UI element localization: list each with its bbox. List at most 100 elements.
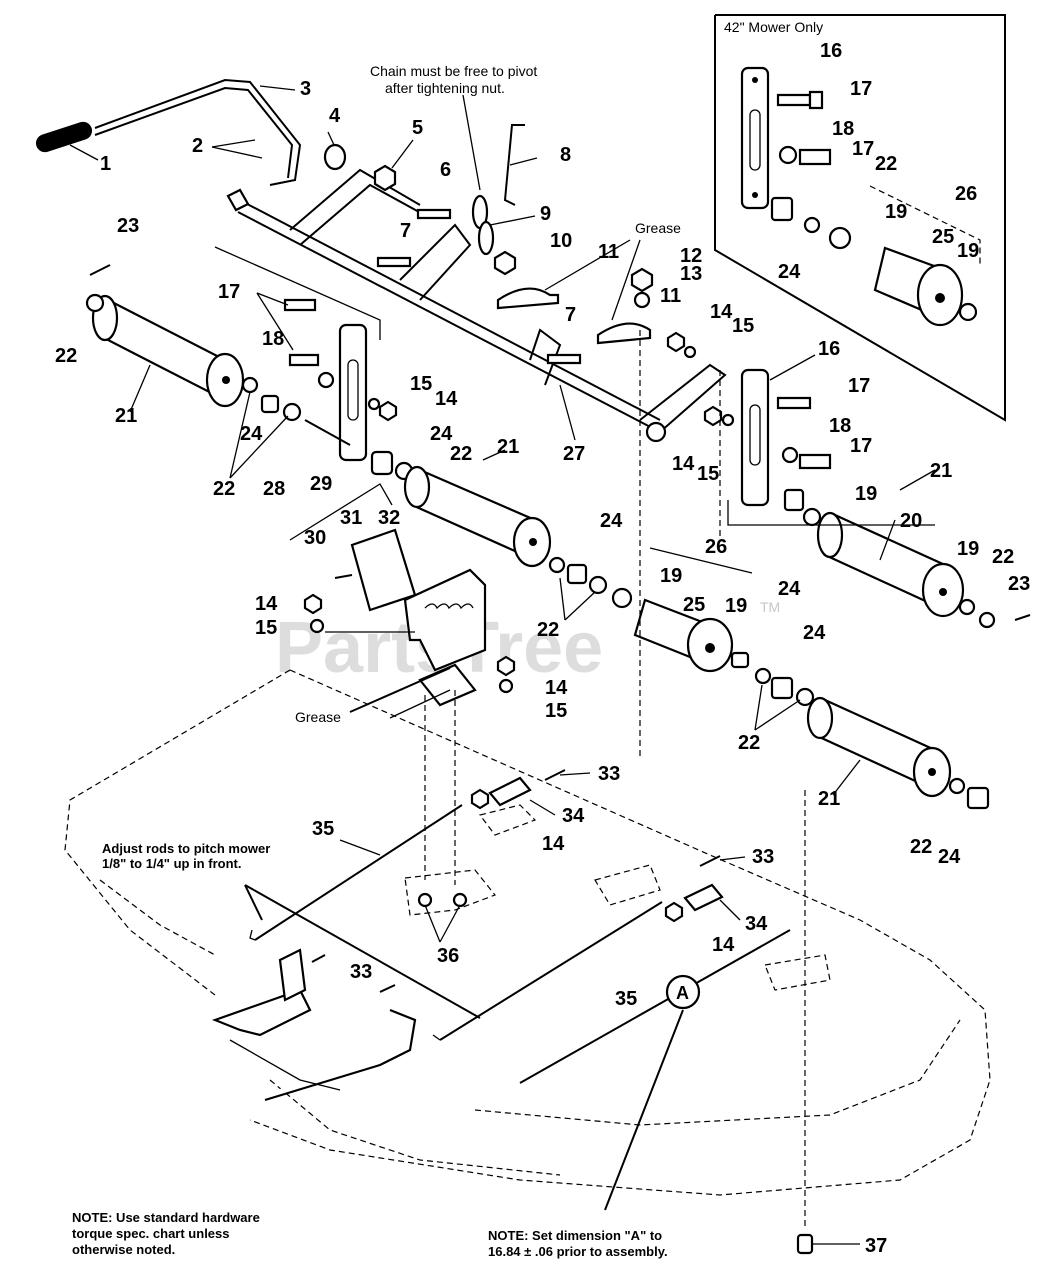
nut-14-b — [666, 331, 686, 353]
dimension-note-line-1: NOTE: Set dimension "A" to — [488, 1228, 662, 1243]
leader — [529, 799, 556, 816]
roller-25-hub — [705, 643, 715, 653]
leader-lines — [69, 85, 936, 943]
leader — [564, 591, 596, 621]
chain-note-line-1: Chain must be free to pivot — [370, 63, 537, 79]
callout-number: 14 — [712, 934, 735, 956]
inset-bracket-26 — [869, 185, 981, 265]
cotter-33 — [544, 769, 566, 781]
callout-number: 11 — [598, 241, 619, 263]
callout-number: 14 — [435, 388, 458, 410]
inset-42-mower-only: 42" Mower Only — [714, 14, 1006, 422]
callout-number: 24 — [600, 510, 623, 532]
callout-number: 21 — [115, 405, 137, 427]
leader — [509, 157, 538, 166]
clamp-11-b — [596, 322, 652, 345]
dimension-a-line — [519, 929, 791, 1084]
washer-22-j — [978, 611, 996, 629]
roller-center-end — [403, 465, 431, 509]
bolt-30 — [334, 574, 353, 579]
front-hanger-left — [211, 988, 312, 1037]
inset-bolt — [776, 93, 812, 107]
callout-number: 16 — [818, 338, 840, 360]
bolt-17-r2 — [798, 453, 832, 470]
clamp-11 — [496, 287, 560, 310]
washer-4 — [323, 143, 347, 171]
clevis-34-b — [683, 883, 724, 912]
callout-number: 35 — [615, 988, 637, 1010]
adjust-note-line-2: 1/8" to 1/4" up in front. — [102, 856, 241, 871]
cotter-33-c — [311, 954, 326, 963]
leader — [439, 904, 461, 943]
callout-number: 5 — [412, 117, 423, 139]
callout-number: 17 — [850, 435, 872, 457]
nut-14-d — [303, 593, 323, 615]
leader — [211, 146, 263, 159]
dimension-note-arrow — [604, 1009, 684, 1211]
chain-link — [477, 220, 495, 256]
adjust-arrow-1 — [244, 884, 263, 921]
leader — [229, 415, 289, 479]
screw-plate — [404, 869, 496, 916]
arm-1-b — [299, 183, 431, 246]
arm-3 — [529, 328, 562, 386]
height-bracket-assembly — [289, 483, 516, 713]
cotter-33-b — [699, 855, 721, 867]
inset-roller-hub — [935, 293, 945, 303]
leader — [559, 577, 566, 621]
roller-20-end — [816, 511, 844, 559]
inset-bracket-slot — [749, 109, 761, 171]
callout-number: 19 — [660, 565, 682, 587]
nut-5 — [373, 164, 397, 192]
spacer-24-c — [566, 563, 588, 585]
callout-number: 7 — [565, 304, 576, 326]
mid-pad — [594, 864, 661, 906]
spacer-24-d — [770, 676, 794, 700]
pin-8 — [503, 124, 525, 206]
leader — [256, 292, 289, 306]
screw-36-b — [452, 892, 468, 908]
bushing-19 — [611, 587, 633, 609]
bracket-32-notches — [424, 603, 474, 610]
callout-number: 23 — [117, 215, 139, 237]
leader — [256, 292, 294, 351]
roller-bottom-end — [806, 696, 834, 740]
bolt-6 — [416, 208, 452, 220]
bracket-29-leader — [289, 483, 393, 541]
bolt-17-r — [776, 396, 812, 410]
spacer-24-f — [783, 488, 805, 512]
grease-label-mid: Grease — [295, 709, 341, 725]
adjust-arrow-2 — [244, 884, 481, 1019]
pin-28 — [304, 419, 351, 446]
nut-14-f — [470, 788, 490, 810]
callout-number: 19 — [725, 595, 747, 617]
right-bracket — [740, 368, 770, 507]
shaft-bottom — [237, 211, 661, 433]
callout-number: 21 — [930, 460, 952, 482]
inset-spacer — [770, 196, 794, 222]
clevis-pad — [478, 804, 537, 836]
nut-14-g — [664, 901, 684, 923]
deck-inner — [474, 1019, 961, 1126]
washer-22-g — [754, 667, 772, 685]
callout-number: 26 — [705, 536, 727, 558]
leader — [899, 469, 936, 491]
callout-number: 22 — [738, 732, 760, 754]
callout-number: 14 — [545, 677, 568, 699]
leader — [391, 139, 414, 169]
shaft-top — [229, 194, 661, 421]
leader — [754, 684, 763, 731]
watermark-tm: TM — [760, 599, 780, 615]
rear-pad — [764, 954, 831, 991]
callout-number: 17 — [852, 138, 874, 160]
leader — [489, 215, 536, 226]
leader — [559, 772, 591, 776]
screw-36 — [417, 892, 433, 908]
callout-number: 21 — [818, 788, 840, 810]
inset-bushing — [828, 226, 852, 250]
dimension-note-line-2: 16.84 ± .06 prior to assembly. — [488, 1244, 668, 1259]
callout-number: 15 — [410, 373, 432, 395]
callout-number: 15 — [697, 463, 719, 485]
callout-number: 19 — [957, 240, 979, 262]
roller-left-hub — [222, 376, 230, 384]
